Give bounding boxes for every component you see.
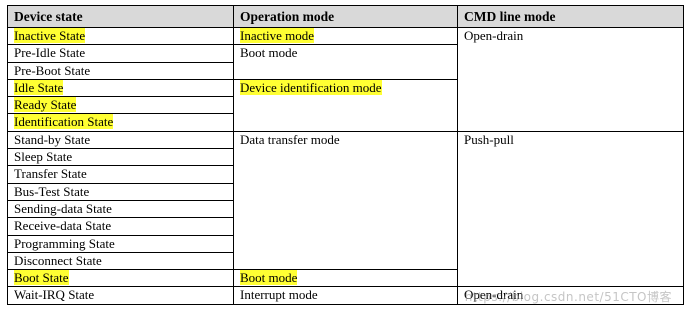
device-state-cell: Programming State <box>7 234 234 253</box>
operation-mode-cell: Device identification mode <box>233 78 458 132</box>
table-row: Inactive State Inactive mode Open-drain <box>7 26 684 132</box>
header-device-state: Device state <box>7 5 234 28</box>
device-state-cell: Bus-Test State <box>7 182 234 201</box>
cmd-mode-cell: Push-pull <box>457 130 684 288</box>
device-state: Wait-IRQ State <box>14 287 95 303</box>
device-state: Receive-data State <box>14 218 112 234</box>
device-state: Transfer State <box>14 166 87 182</box>
header-cmd-line-mode: CMD line mode <box>457 5 684 28</box>
device-state-cell: Sending-data State <box>7 199 234 219</box>
device-state: Ready State <box>14 97 77 113</box>
table-row: Idle State Device identification mode <box>7 78 684 132</box>
operation-mode: Device identification mode <box>240 79 382 95</box>
header-row: Device state Operation mode CMD line mod… <box>7 5 684 28</box>
device-state: Identification State <box>14 114 114 130</box>
cmd-line-mode: Push-pull <box>464 131 514 147</box>
device-state: Sleep State <box>14 149 73 165</box>
device-state-cell: Inactive State <box>7 26 234 46</box>
table-row: Receive-data State <box>7 217 684 236</box>
device-state-cell: Disconnect State <box>7 251 234 271</box>
device-state-cell: Receive-data State <box>7 217 234 236</box>
operation-mode: Data transfer mode <box>240 131 340 147</box>
table-row: Disconnect State <box>7 251 684 271</box>
device-state-cell: Ready State <box>7 96 234 115</box>
device-state: Pre-Boot State <box>14 62 91 78</box>
operation-mode: Boot mode <box>240 45 298 61</box>
cmd-mode-cell: Open-drain <box>457 286 684 305</box>
operation-mode-cell: Data transfer mode <box>233 130 458 271</box>
device-state-cell: Pre-Boot State <box>7 61 234 80</box>
device-state-cell: Transfer State <box>7 165 234 184</box>
table-row: Wait-IRQ State Interrupt mode Open-drain <box>7 286 684 305</box>
cmd-line-mode: Open-drain <box>464 28 524 43</box>
device-state: Bus-Test State <box>14 183 90 199</box>
table-row: Boot State Boot mode <box>7 269 684 288</box>
cmd-mode-cell: Open-drain <box>457 27 684 132</box>
table-row: Stand-by State Data transfer mode Push-p… <box>7 130 684 288</box>
device-state: Sending-data State <box>14 200 112 216</box>
device-state-cell: Wait-IRQ State <box>7 286 234 305</box>
operation-mode: Inactive mode <box>240 28 314 43</box>
device-state-cell: Boot State <box>7 269 234 288</box>
header-operation-mode: Operation mode <box>233 5 458 28</box>
device-state: Boot State <box>14 270 69 286</box>
device-state-cell: Identification State <box>7 113 234 132</box>
device-state-cell: Pre-Idle State <box>7 44 234 63</box>
device-state-cell: Stand-by State <box>7 130 234 150</box>
operation-mode-cell: Interrupt mode <box>233 286 458 305</box>
device-state: Stand-by State <box>14 131 91 147</box>
device-state: Pre-Idle State <box>14 45 86 61</box>
device-state: Idle State <box>14 79 64 95</box>
table-row: Sending-data State <box>7 199 684 219</box>
device-state: Inactive State <box>14 28 86 43</box>
device-state-cell: Sleep State <box>7 148 234 167</box>
device-state: Programming State <box>14 235 115 251</box>
operation-mode: Interrupt mode <box>240 287 318 303</box>
cmd-line-mode: Open-drain <box>464 287 524 303</box>
device-state-table: Device state Operation mode CMD line mod… <box>7 5 684 305</box>
device-state-cell: Idle State <box>7 78 234 98</box>
operation-mode-cell: Boot mode <box>233 44 458 80</box>
operation-mode: Boot mode <box>240 270 298 286</box>
operation-mode-cell: Boot mode <box>233 269 458 288</box>
operation-mode-cell: Inactive mode <box>233 26 458 46</box>
device-state: Disconnect State <box>14 252 102 268</box>
